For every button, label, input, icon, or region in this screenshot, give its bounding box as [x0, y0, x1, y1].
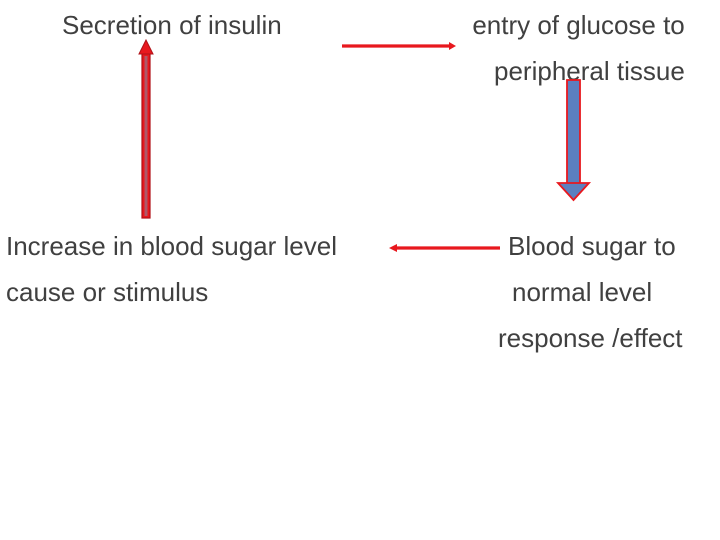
node-normal-line1: Blood sugar to	[508, 231, 676, 261]
arrow-left-bottom	[389, 244, 500, 252]
node-increase-line2: cause or stimulus	[6, 277, 209, 307]
node-entry-line2: peripheral tissue	[494, 56, 685, 86]
node-increase-line1: Increase in blood sugar level	[6, 231, 337, 261]
arrow-up-left	[138, 38, 154, 219]
arrow-right-top	[342, 42, 456, 50]
node-entry-of-glucose: entry of glucose to peripheral tissue	[470, 2, 685, 94]
node-normal-line2: normal level	[512, 277, 653, 307]
node-blood-sugar-normal: Blood sugar to normal level response /ef…	[498, 223, 683, 361]
node-secretion-line1: Secretion of insulin	[62, 10, 282, 40]
arrow-down-right	[555, 79, 592, 202]
node-increase-in-blood-sugar: Increase in blood sugar level cause or s…	[6, 223, 337, 315]
node-entry-line1: entry of glucose to	[472, 10, 685, 40]
node-secretion-of-insulin: Secretion of insulin	[62, 2, 282, 48]
node-normal-line3: response /effect	[498, 323, 683, 353]
